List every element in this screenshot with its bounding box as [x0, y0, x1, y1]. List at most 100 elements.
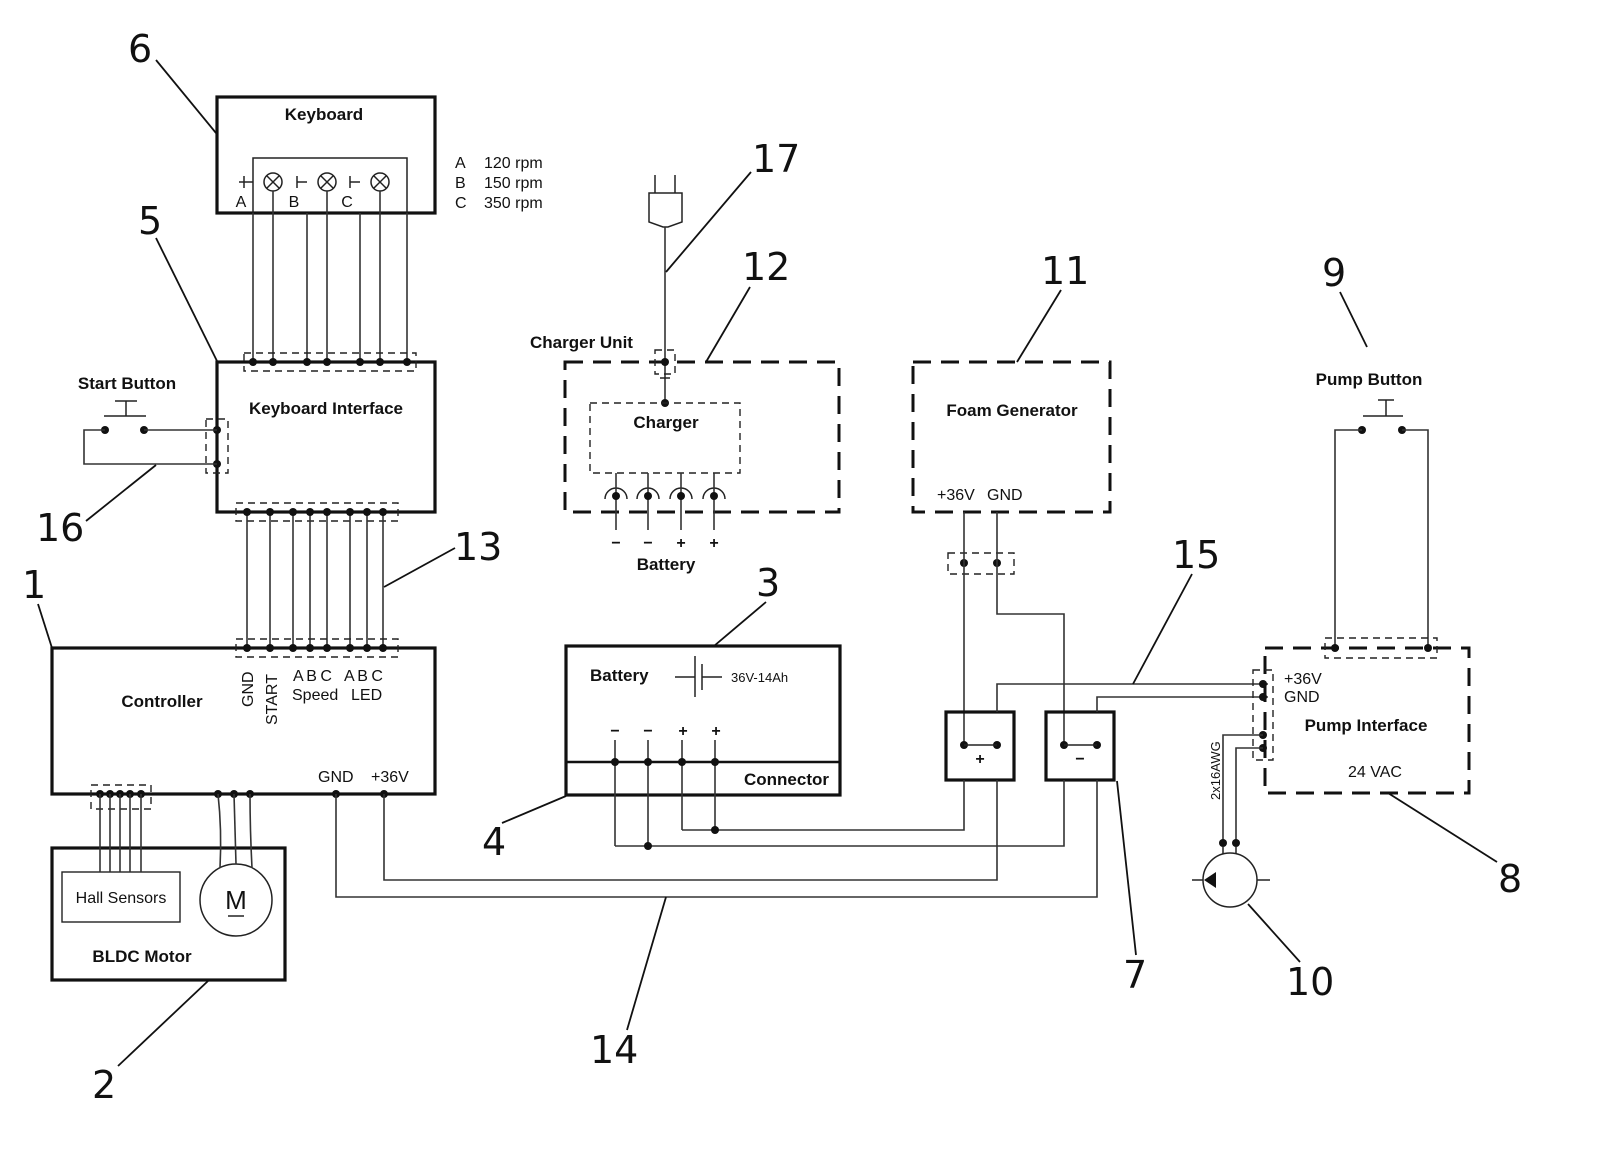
charger-unit: Charger Unit Charger − − + + Battery	[530, 175, 841, 574]
ref-numeral-7: 7	[1123, 953, 1147, 997]
switch-label-b: B	[289, 194, 300, 211]
plug-icon	[648, 175, 683, 228]
bldc-motor: Hall Sensors M BLDC Motor	[50, 793, 287, 982]
polarity-label: +	[711, 723, 720, 740]
controller-title: Controller	[121, 692, 203, 711]
pump-interface-title: Pump Interface	[1305, 716, 1428, 735]
switch-label-c: C	[341, 194, 353, 211]
keyboard: Keyboard A B C	[215, 95, 437, 215]
power-pos-label: +36V	[371, 769, 409, 786]
polarity-label: −	[643, 535, 652, 552]
power-wiring	[335, 683, 1268, 898]
foam-pos-label: +36V	[937, 487, 975, 504]
led-label: LED	[351, 687, 382, 704]
legend-value: 150 rpm	[484, 175, 543, 192]
pump-interface: +36V GND Pump Interface 24 VAC	[1252, 637, 1471, 795]
control-cable	[243, 508, 387, 648]
keyboard-interface-title: Keyboard Interface	[249, 399, 403, 418]
polarity-label: +	[678, 723, 687, 740]
polarity-label: +	[676, 535, 685, 552]
pump-icon	[1192, 847, 1270, 908]
junction-minus-symbol: −	[1075, 751, 1084, 768]
foam-gnd-label: GND	[987, 487, 1023, 504]
bldc-motor-title: BLDC Motor	[92, 947, 192, 966]
ref-numeral-15: 15	[1172, 533, 1220, 577]
legend-key: B	[455, 175, 466, 192]
legend-key: A	[455, 155, 466, 172]
legend-value: 120 rpm	[484, 155, 543, 172]
polarity-label: −	[611, 535, 620, 552]
pump-cable-label: 2x16AWG	[1208, 741, 1223, 800]
ref-numeral-3: 3	[756, 561, 780, 605]
switch-icon	[349, 176, 360, 188]
switch-label-a: A	[236, 194, 247, 211]
ref-numeral-11: 11	[1041, 249, 1089, 293]
ref-numeral-10: 10	[1286, 960, 1334, 1004]
power-gnd-label: GND	[318, 769, 354, 786]
ref-numeral-13: 13	[454, 525, 502, 569]
led-letters: A B C	[344, 668, 383, 685]
start-button: Start Button	[78, 374, 217, 465]
speed-legend: A 120 rpm B 150 rpm C 350 rpm	[455, 155, 543, 212]
pump-button-title: Pump Button	[1316, 370, 1423, 389]
battery: Battery 36V-14Ah − − + + Connector	[564, 644, 842, 846]
polarity-label: −	[610, 723, 619, 740]
ref-numeral-9: 9	[1322, 251, 1346, 295]
motor-symbol: M	[225, 885, 247, 915]
pump-supply-label: 24 VAC	[1348, 764, 1402, 781]
motor-icon: M	[199, 863, 273, 937]
lamp-icon	[317, 172, 337, 192]
pump-pos-label: +36V	[1284, 671, 1322, 688]
legend-value: 350 rpm	[484, 195, 543, 212]
ref-numeral-2: 2	[92, 1063, 116, 1107]
polarity-label: −	[643, 723, 652, 740]
junction-negative: −	[1044, 710, 1116, 782]
ref-numeral-1: 1	[22, 563, 46, 607]
socket-icon	[669, 473, 693, 530]
charger-title: Charger	[633, 413, 699, 432]
pushbutton-icon	[104, 400, 146, 417]
ref-numeral-16: 16	[36, 506, 84, 550]
pushbutton-icon	[1363, 399, 1403, 417]
socket-icon	[702, 473, 726, 530]
speed-letters: A B C	[293, 668, 332, 685]
ref-numeral-4: 4	[482, 820, 506, 864]
ref-numeral-8: 8	[1498, 857, 1522, 901]
foam-generator: Foam Generator +36V GND	[911, 360, 1112, 745]
reference-numerals: 6 5 16 1 13 2 17 12 11 9 15 3 4 14 7 8 1	[22, 27, 1522, 1107]
pin-start: START	[264, 674, 281, 725]
junction-positive: +	[944, 710, 1016, 782]
lamp-icon	[263, 172, 283, 192]
keyboard-title: Keyboard	[285, 105, 363, 124]
connector-label: Connector	[744, 770, 829, 789]
keyboard-cable	[252, 191, 408, 362]
switch-icon	[296, 176, 307, 188]
ref-numeral-17: 17	[752, 137, 800, 181]
ref-numeral-6: 6	[128, 27, 152, 71]
ref-numeral-12: 12	[742, 245, 790, 289]
charger-battery-label: Battery	[637, 555, 696, 574]
legend-key: C	[455, 195, 467, 212]
keyboard-interface: Keyboard Interface	[205, 352, 437, 522]
battery-rating: 36V-14Ah	[731, 670, 788, 685]
foam-generator-title: Foam Generator	[946, 401, 1078, 420]
socket-icon	[636, 473, 660, 530]
junction-plus-symbol: +	[975, 751, 984, 768]
controller: Controller GND START A B C A B C Speed L…	[50, 638, 437, 810]
lamp-icon	[370, 172, 390, 192]
pump-button: Pump Button	[1316, 370, 1429, 648]
battery-title: Battery	[590, 666, 649, 685]
speed-label: Speed	[292, 687, 338, 704]
pump: 2x16AWG	[1192, 734, 1270, 908]
ref-numeral-5: 5	[138, 199, 162, 243]
charger-unit-title: Charger Unit	[530, 333, 633, 352]
polarity-label: +	[709, 535, 718, 552]
switch-icon	[239, 176, 253, 188]
socket-icon	[604, 473, 628, 530]
battery-cell-icon	[675, 656, 722, 697]
pump-gnd-label: GND	[1284, 689, 1320, 706]
pin-gnd: GND	[240, 671, 257, 707]
start-button-title: Start Button	[78, 374, 176, 393]
hall-sensors-label: Hall Sensors	[76, 890, 167, 907]
